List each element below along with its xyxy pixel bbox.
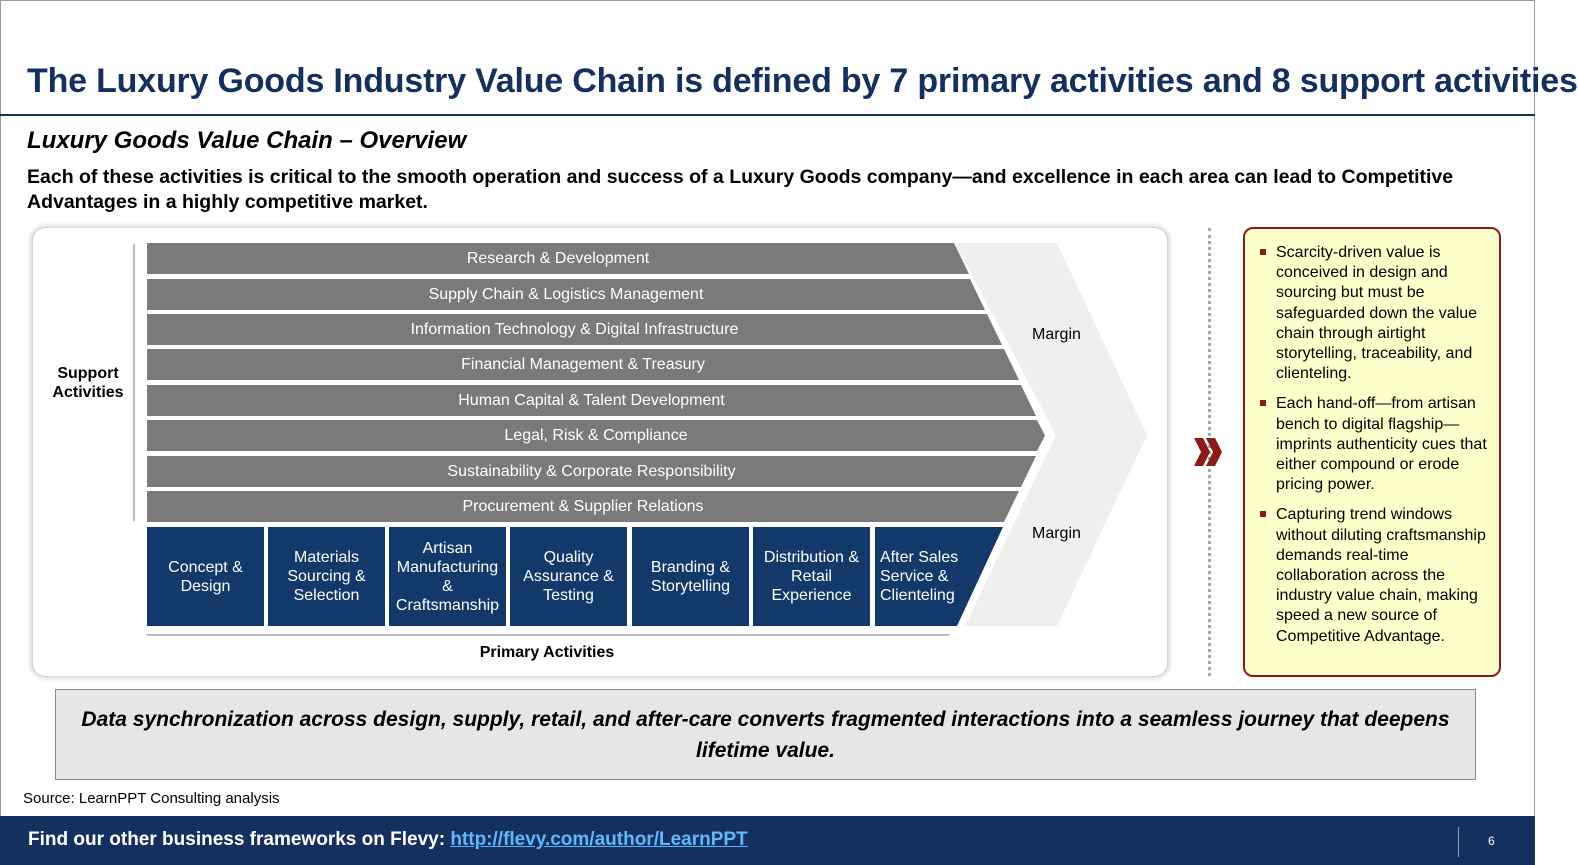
support-activity-bar: Financial Management & Treasury [147,349,1019,380]
title-divider [0,114,1535,116]
support-activity-label: Information Technology & Digital Infrast… [410,320,739,338]
footer-label: Find our other business frameworks on Fl… [28,829,446,850]
insight-list: Scarcity-driven value is conceived in de… [1258,243,1487,647]
support-activity-bar: Human Capital & Talent Development [147,385,1036,416]
insight-text: Capturing trend windows without diluting… [1276,506,1486,645]
primary-activity-label: Quality Assurance & Testing [523,549,614,604]
insight-item: Scarcity-driven value is conceived in de… [1258,243,1487,384]
margin-label-bottom: Margin [1032,525,1081,542]
primary-activity-label: After Sales Service & Clienteling [880,549,959,604]
primary-activity-box: Concept & Design [147,527,264,626]
support-activity-label: Procurement & Supplier Relations [462,497,704,515]
callout-box: Data synchronization across design, supp… [55,689,1476,780]
section-subtitle: Luxury Goods Value Chain – Overview [27,127,467,154]
margin-chevron [955,243,1147,626]
support-axis-line [133,244,135,521]
primary-activity-box: Distribution & Retail Experience [753,527,870,626]
square-bullet-icon [1260,511,1266,518]
insight-item: Each hand-off—from artisan bench to digi… [1258,394,1487,495]
support-activities-label: Support Activities [52,365,124,401]
primary-activity-box: Materials Sourcing & Selection [268,527,385,626]
primary-activity-label: Materials Sourcing & Selection [287,549,366,604]
insight-item: Capturing trend windows without diluting… [1258,505,1487,646]
primary-activity-label: Distribution & Retail Experience [763,549,860,604]
support-activity-label: Financial Management & Treasury [461,355,705,373]
insight-text: Each hand-off—from artisan bench to digi… [1276,395,1487,494]
primary-activity-label: Artisan Manufacturing & Craftsmanship [395,539,500,614]
flevy-link[interactable]: http://flevy.com/author/LearnPPT [450,829,748,850]
primary-activity-label: Concept & Design [168,558,243,595]
support-activity-label: Sustainability & Corporate Responsibilit… [447,462,736,480]
support-activity-bar: Procurement & Supplier Relations [147,491,1019,522]
margin-label-top: Margin [1032,326,1081,343]
support-activity-label: Research & Development [466,249,650,267]
primary-axis-line [147,634,949,636]
square-bullet-icon [1260,249,1266,255]
support-activity-bar: Information Technology & Digital Infrast… [147,314,1002,345]
footer-text: Find our other business frameworks on Fl… [28,829,748,851]
page-number: 6 [1488,834,1495,848]
support-activity-label: Human Capital & Talent Development [458,391,725,409]
source-note: Source: LearnPPT Consulting analysis [23,790,280,807]
support-activity-label: Supply Chain & Logistics Management [428,285,704,303]
lead-text: Each of these activities is critical to … [27,166,1454,213]
footer-bar: Find our other business frameworks on Fl… [0,816,1535,865]
callout-text: Data synchronization across design, supp… [81,707,1450,762]
support-activity-bar: Sustainability & Corporate Responsibilit… [147,456,1036,487]
page-title: The Luxury Goods Industry Value Chain is… [27,62,1578,100]
primary-activity-box: Branding & Storytelling [632,527,749,626]
support-activity-bar: Supply Chain & Logistics Management [147,279,985,310]
support-activity-label: Legal, Risk & Compliance [504,426,688,444]
insight-text: Scarcity-driven value is conceived in de… [1276,244,1478,383]
insight-box: Scarcity-driven value is conceived in de… [1243,227,1501,677]
primary-activity-box: Quality Assurance & Testing [510,527,627,626]
support-activity-bar: Research & Development [147,243,969,274]
footer-divider [1458,827,1459,857]
primary-activity-label: Branding & Storytelling [650,558,731,595]
primary-activity-box: Artisan Manufacturing & Craftsmanship [389,527,506,626]
double-chevron-icon [1194,438,1222,466]
support-activity-bar: Legal, Risk & Compliance [147,420,1045,451]
square-bullet-icon [1260,400,1266,407]
primary-activities-label: Primary Activities [479,644,615,661]
